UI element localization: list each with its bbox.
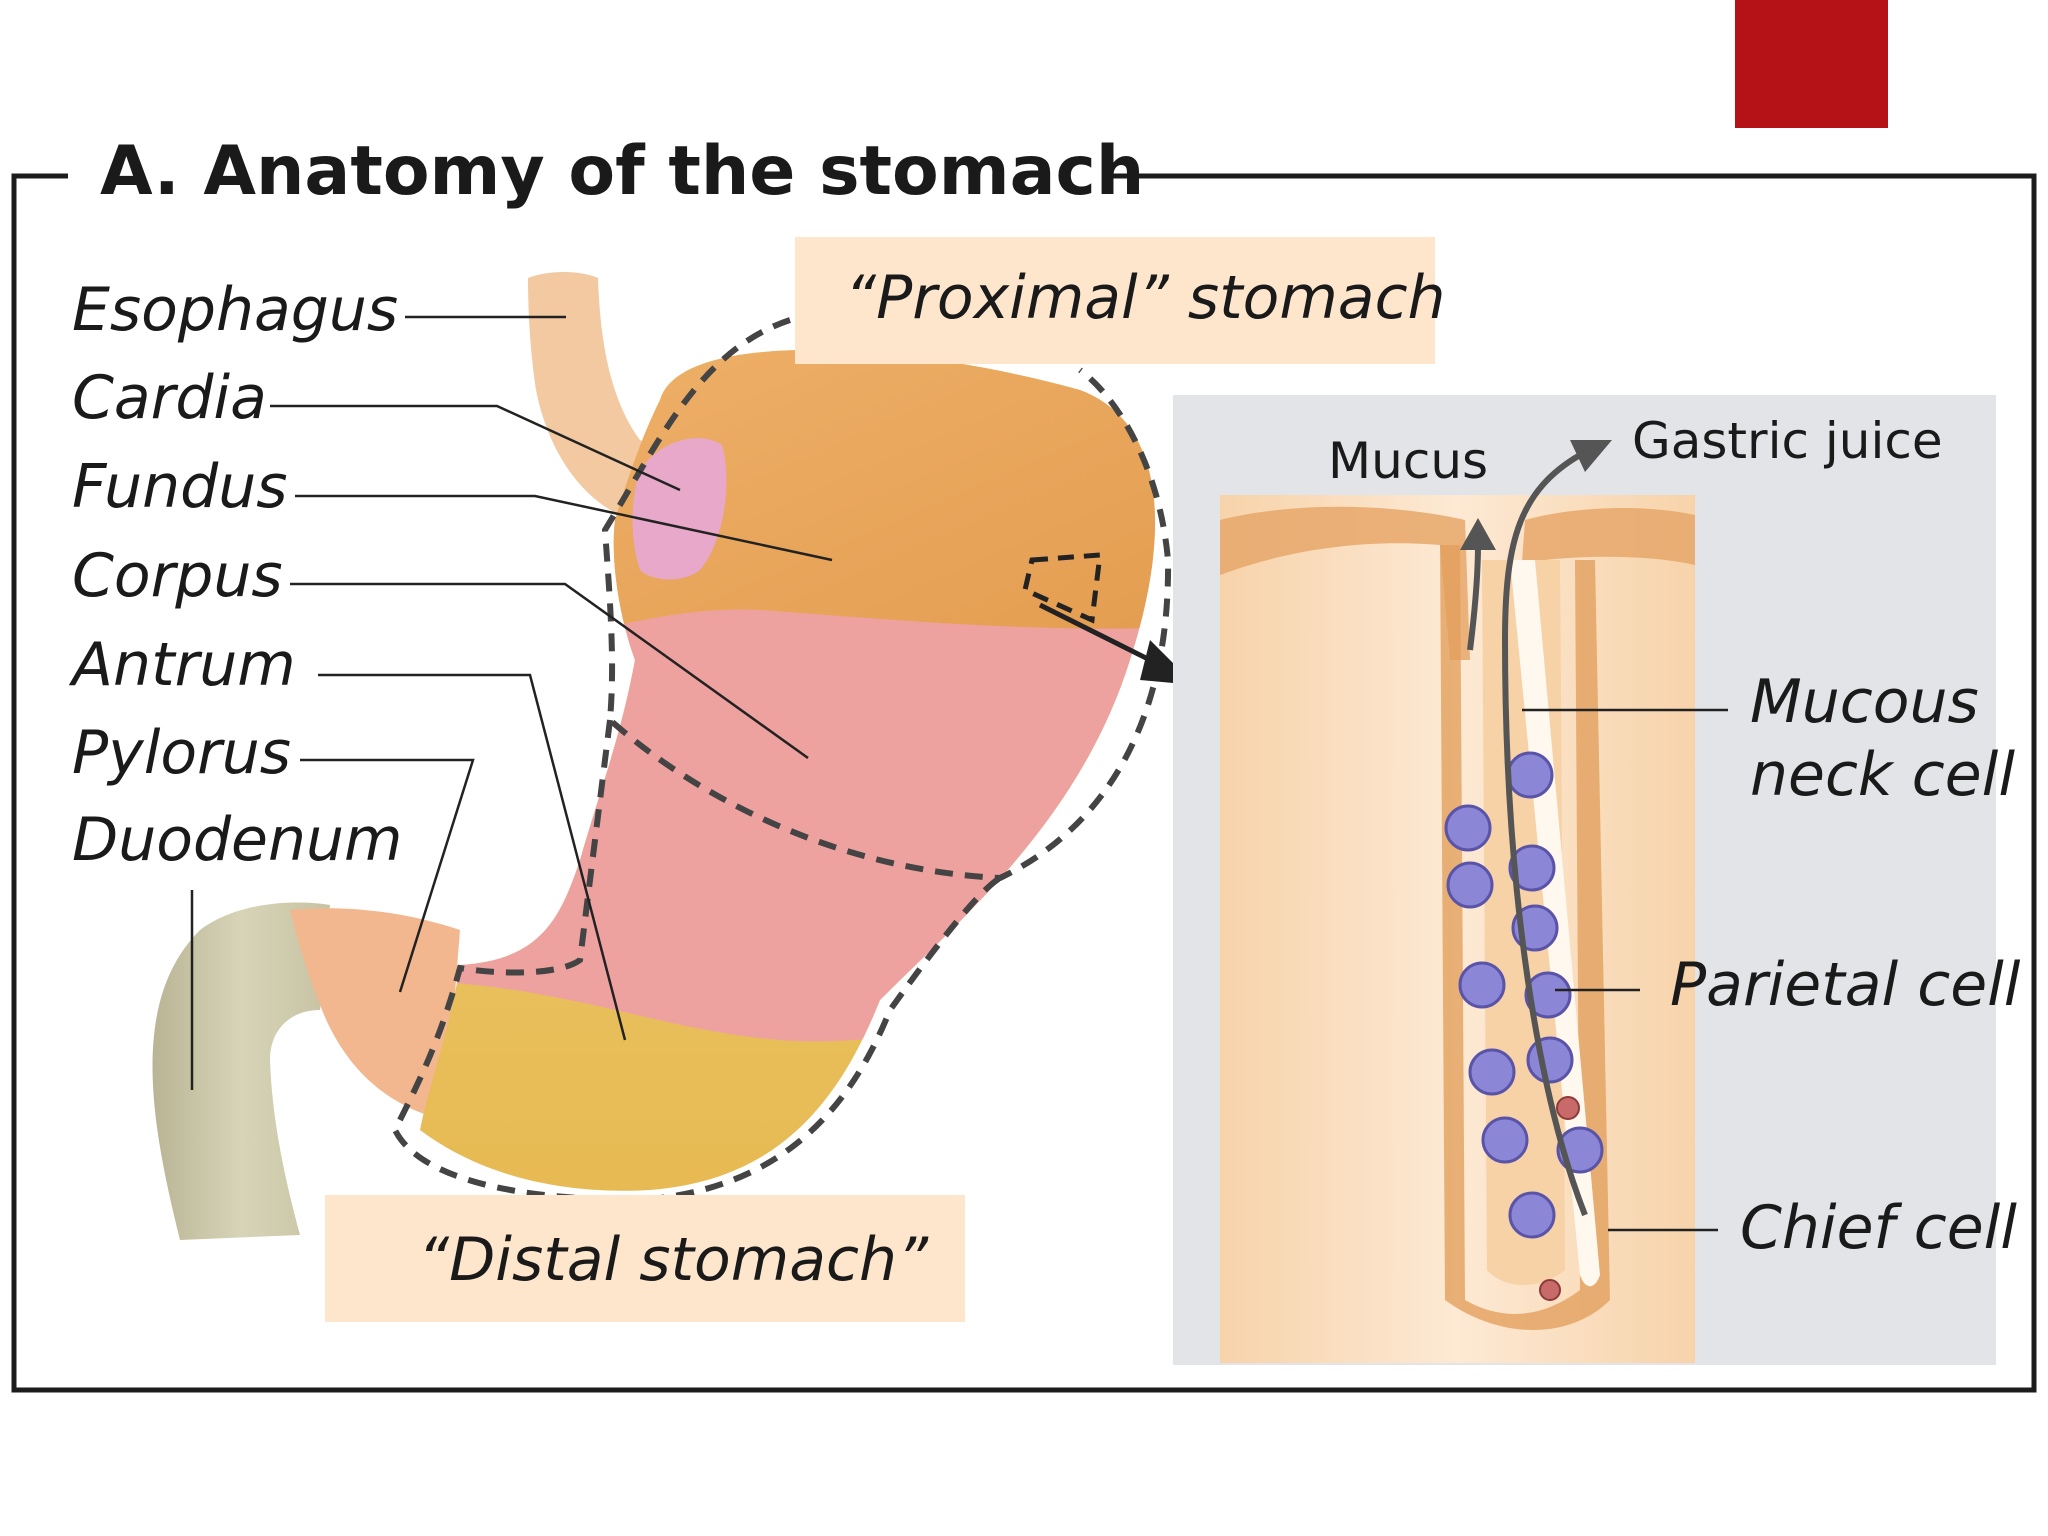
parietal-cell xyxy=(1481,1116,1529,1164)
leader-fundus xyxy=(295,494,833,562)
zoom-box xyxy=(1022,552,1103,624)
pylorus-segment xyxy=(290,908,460,1120)
distal-dashed-outline xyxy=(391,719,1002,1204)
parietal-cell xyxy=(1524,971,1572,1019)
label-fundus: Fundus xyxy=(72,452,288,522)
parietal-cell xyxy=(1508,1191,1556,1239)
duodenum-tube xyxy=(152,902,330,1240)
label-mucous-neck-cell-line2: neck cell xyxy=(1750,740,2015,810)
mucus-arrowhead xyxy=(1460,518,1496,550)
gastric-juice-arrowhead xyxy=(1570,440,1612,472)
label-cardia: Cardia xyxy=(72,363,267,433)
label-parietal-cell: Parietal cell xyxy=(1670,950,2021,1020)
label-pylorus: Pylorus xyxy=(72,718,291,788)
leader-antrum xyxy=(318,673,627,1041)
surface-epithelium xyxy=(1220,506,1470,660)
leader-corpus xyxy=(290,582,809,760)
chief-cell xyxy=(1539,1279,1561,1301)
accent-block xyxy=(1735,0,1888,128)
label-corpus: Corpus xyxy=(72,541,283,611)
label-proximal-stomach: “Proximal” stomach xyxy=(845,263,1446,333)
parietal-cell xyxy=(1446,861,1494,909)
panel-frame xyxy=(11,173,2037,1393)
label-antrum: Antrum xyxy=(68,630,296,700)
leader-pylorus xyxy=(300,758,475,993)
left-labels: Esophagus Cardia Fundus Corpus Antrum Py… xyxy=(68,275,402,875)
mucus-arrow xyxy=(1467,544,1481,651)
distal-label-box xyxy=(325,1195,965,1322)
parietal-cell xyxy=(1468,1048,1516,1096)
parietal-cell xyxy=(1508,844,1556,892)
cardia-region xyxy=(632,438,727,580)
parietal-cells xyxy=(1444,751,1604,1239)
parietal-cell xyxy=(1526,1036,1574,1084)
proximal-label-box xyxy=(795,237,1435,364)
proximal-dashed-outline xyxy=(601,317,1172,882)
label-chief-cell: Chief cell xyxy=(1740,1193,2017,1263)
label-mucus: Mucus xyxy=(1328,432,1488,490)
chief-cell xyxy=(1556,1096,1580,1120)
parietal-cell xyxy=(1458,961,1506,1009)
parietal-cell xyxy=(1506,751,1554,799)
chief-cells xyxy=(1539,1096,1580,1301)
parietal-cell xyxy=(1444,804,1492,852)
surface-epithelium-right xyxy=(1515,508,1695,660)
leader-lines xyxy=(190,315,833,1090)
panel-title: A. Anatomy of the stomach xyxy=(100,132,1144,211)
inset-leader-lines xyxy=(1522,708,1728,1232)
gastric-juice-arrow xyxy=(1501,452,1588,1217)
label-duodenum: Duodenum xyxy=(72,805,402,875)
label-gastric-juice: Gastric juice xyxy=(1632,412,1943,470)
label-esophagus: Esophagus xyxy=(72,275,398,345)
label-mucous-neck-cell-line1: Mucous xyxy=(1750,667,1979,737)
label-distal-stomach: “Distal stomach” xyxy=(418,1225,929,1295)
leader-cardia xyxy=(270,404,681,492)
